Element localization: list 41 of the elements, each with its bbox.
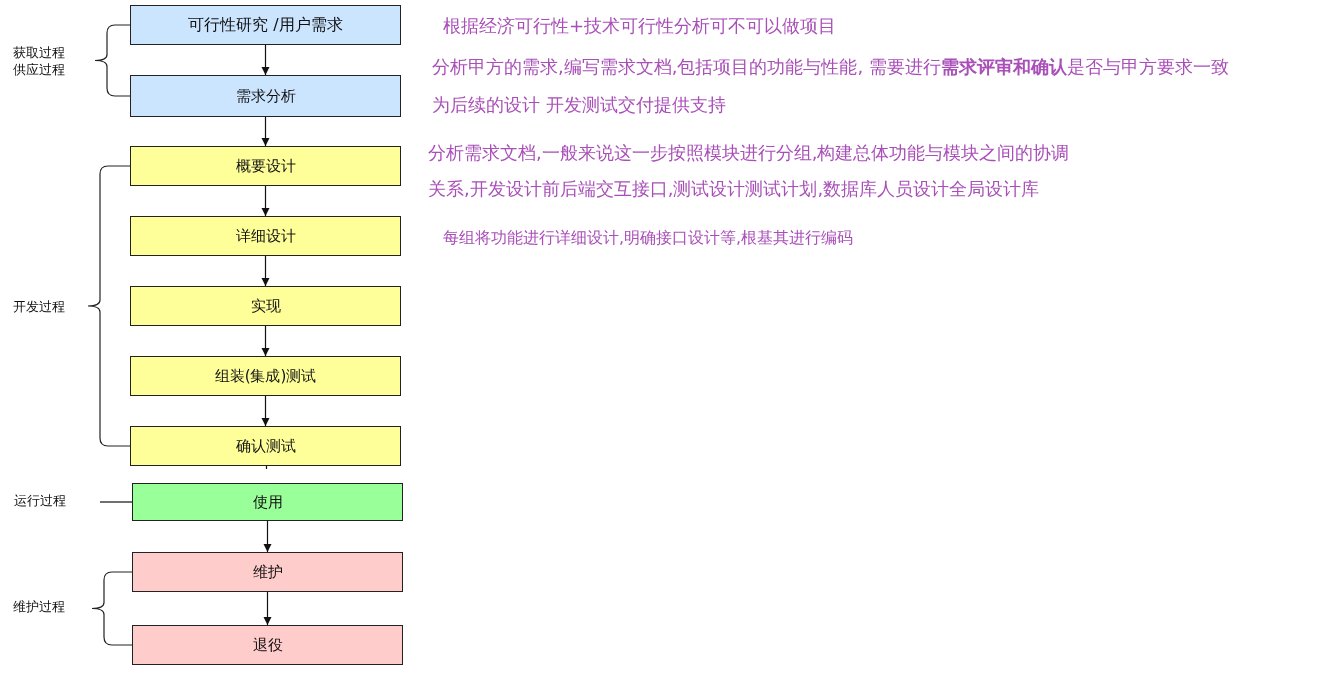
process-box	[130, 286, 401, 326]
node-label: 实现	[250, 296, 281, 316]
arrow	[261, 395, 270, 427]
process-box	[132, 625, 403, 665]
annotation-text: 根据经济可行性+技术可行性分析可不可以做项目	[443, 14, 837, 38]
phase-label: 获取过程	[13, 44, 65, 62]
process-box	[130, 426, 401, 466]
node-label: 使用	[252, 492, 283, 512]
process-box	[130, 5, 401, 45]
node-label: 详细设计	[235, 226, 296, 246]
annotation-text: 为后续的设计 开发测试交付提供支持	[432, 93, 726, 117]
arrow	[261, 255, 270, 287]
phase-label: 开发过程	[13, 298, 65, 316]
annotation-text: 关系,开发设计前后端交互接口,测试设计测试计划,数据库人员设计全局设计库	[428, 177, 1040, 201]
node-label: 维护	[252, 562, 283, 582]
arrow	[261, 325, 270, 357]
arrow	[263, 520, 272, 553]
process-box	[130, 146, 401, 186]
phase-label: 供应过程	[13, 61, 65, 79]
node-label: 可行性研究 /用户需求	[188, 14, 343, 36]
annotation-text: 分析需求文档,一般来说这一步按照模块进行分组,构建总体功能与模块之间的协调	[428, 141, 1070, 165]
process-box	[130, 216, 401, 256]
node-label: 运行过程	[14, 492, 66, 510]
process-box	[130, 356, 401, 396]
phase-label: 维护过程	[13, 598, 65, 616]
connector-line	[99, 501, 133, 503]
node-label: 组装(集成)测试	[214, 366, 317, 386]
arrow	[261, 185, 270, 217]
annotation-text: 每组将功能进行详细设计,明确接口设计等,根基其进行编码	[443, 228, 854, 249]
connector-line	[265, 465, 268, 470]
node-label: 退役	[252, 635, 283, 655]
process-box	[132, 483, 403, 521]
arrow	[261, 116, 270, 147]
node-label: 需求分析	[235, 86, 296, 106]
process-box	[132, 552, 403, 592]
arrow	[261, 44, 270, 76]
node-label: 确认测试	[235, 436, 296, 456]
annotation-text: 分析甲方的需求,编写需求文档,包括项目的功能与性能, 需要进行需求评审和确认是否与甲方要求一致	[432, 55, 1229, 79]
arrow	[263, 591, 272, 626]
process-box	[130, 75, 401, 117]
node-label: 概要设计	[235, 156, 296, 176]
